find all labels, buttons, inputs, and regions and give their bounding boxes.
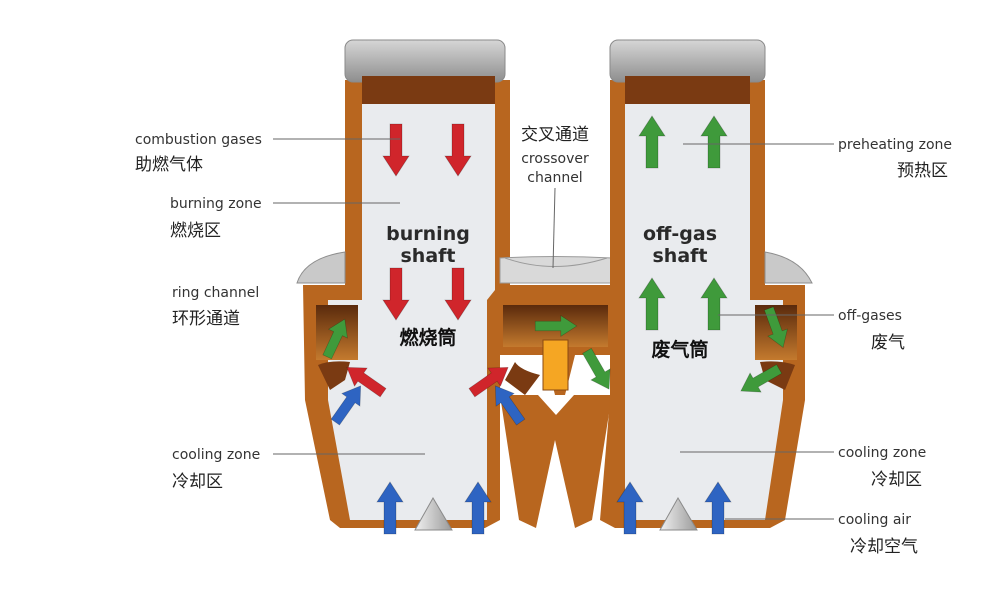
cooling-zone-right-label: cooling zone xyxy=(838,445,926,461)
burning-shaft-structure xyxy=(296,39,540,531)
combustion-gases-label: combustion gases xyxy=(135,132,262,148)
arrow-down-red-icon xyxy=(444,123,472,177)
crossover-channel-label-line1: crossover xyxy=(521,151,589,167)
offgas-shaft-structure xyxy=(600,39,813,531)
burning-shaft-shoulder xyxy=(296,251,346,284)
ring-channel-label-zh: 环形通道 xyxy=(172,309,240,329)
crossover-v-wall xyxy=(500,395,612,528)
cone-distributor-icon xyxy=(659,497,698,531)
off-gases-label: off-gases xyxy=(838,308,902,324)
arrow-up-blue-icon xyxy=(464,481,492,535)
callout-preheating-zone: preheating zone 预热区 xyxy=(683,137,952,181)
burning-lower-rim-right xyxy=(505,362,540,395)
burning-shaft-label-line2: shaft xyxy=(400,245,455,267)
callout-combustion-gases: combustion gases 助燃气体 xyxy=(135,132,400,175)
arrow-diagonal-green-icon xyxy=(582,347,611,390)
arrow-diagonal-blue-icon xyxy=(330,385,362,426)
burning-shaft-label-line1: burning xyxy=(386,223,470,245)
arrow-up-green-icon xyxy=(700,277,728,331)
crossover-channel-leader xyxy=(552,187,556,269)
callout-crossover-channel: 交叉通道 crossover channel xyxy=(521,125,589,269)
callout-burning-zone: burning zone 燃烧区 xyxy=(170,196,400,241)
cooling-zone-left-label: cooling zone xyxy=(172,447,260,463)
arrow-up-blue-icon xyxy=(616,481,644,535)
arrow-diagonal-blue-icon xyxy=(494,385,526,426)
arrow-right-green-icon xyxy=(534,315,578,337)
burning-shaft-cap xyxy=(344,39,506,83)
callout-cooling-zone-left: cooling zone 冷却区 xyxy=(172,447,425,492)
combustion-gases-label-zh: 助燃气体 xyxy=(135,155,203,175)
arrow-diagonal-green-icon xyxy=(763,306,788,349)
crossover-dome xyxy=(499,256,613,284)
flow-arrows xyxy=(322,115,788,535)
burning-shaft-interior xyxy=(328,100,495,520)
crossover-dip xyxy=(504,257,608,267)
arrow-diagonal-red-icon xyxy=(346,366,387,398)
arrow-diagonal-green-icon xyxy=(740,364,783,393)
off-gases-label-zh: 废气 xyxy=(871,333,905,353)
preheating-zone-label-zh: 预热区 xyxy=(897,161,948,181)
cooling-air-label-zh: 冷却空气 xyxy=(850,537,918,557)
crossover-channel-label-line2: channel xyxy=(527,170,582,186)
cooling-zone-left-label-zh: 冷却区 xyxy=(172,472,223,492)
callout-off-gases: off-gases 废气 xyxy=(718,308,905,353)
arrow-diagonal-red-icon xyxy=(468,366,509,398)
arrow-up-blue-icon xyxy=(376,481,404,535)
crossover-channel-structure xyxy=(499,256,613,528)
burning-shaft-label-zh: 燃烧筒 xyxy=(399,326,456,349)
burning-zone-label-zh: 燃烧区 xyxy=(170,221,221,241)
arrow-down-red-icon xyxy=(382,267,410,321)
arrow-down-red-icon xyxy=(382,123,410,177)
offgas-shaft-label-line2: shaft xyxy=(652,245,707,267)
arrow-diagonal-green-icon xyxy=(322,318,348,360)
offgas-shaft-interior xyxy=(625,100,783,520)
offgas-shaft-cap-inner xyxy=(625,76,750,104)
crossover-yellow-insert xyxy=(542,339,569,391)
burning-zone-label: burning zone xyxy=(170,196,262,212)
arrow-up-blue-icon xyxy=(704,481,732,535)
callout-ring-channel: ring channel 环形通道 xyxy=(172,285,259,329)
cooling-air-label: cooling air xyxy=(838,512,911,528)
callout-cooling-zone-right: cooling zone 冷却区 xyxy=(680,445,926,490)
arrow-down-red-icon xyxy=(444,267,472,321)
arrow-up-green-icon xyxy=(700,115,728,169)
ring-channel-label: ring channel xyxy=(172,285,259,301)
offgas-shaft-label-line1: off-gas xyxy=(643,223,717,245)
offgas-shaft-cap xyxy=(609,39,766,83)
crossover-channel-label-zh: 交叉通道 xyxy=(521,125,589,145)
preheating-zone-label: preheating zone xyxy=(838,137,952,153)
cone-distributor-icon xyxy=(414,497,453,531)
cooling-zone-right-label-zh: 冷却区 xyxy=(871,470,922,490)
burning-shaft-cap-inner xyxy=(362,76,495,104)
arrow-up-green-icon xyxy=(638,115,666,169)
callout-cooling-air: cooling air 冷却空气 xyxy=(725,512,918,557)
burning-lower-rim xyxy=(318,361,350,390)
offgas-shaft-label-zh: 废气筒 xyxy=(651,338,708,361)
offgas-shaft-shoulder xyxy=(764,251,813,284)
arrow-up-green-icon xyxy=(638,277,666,331)
